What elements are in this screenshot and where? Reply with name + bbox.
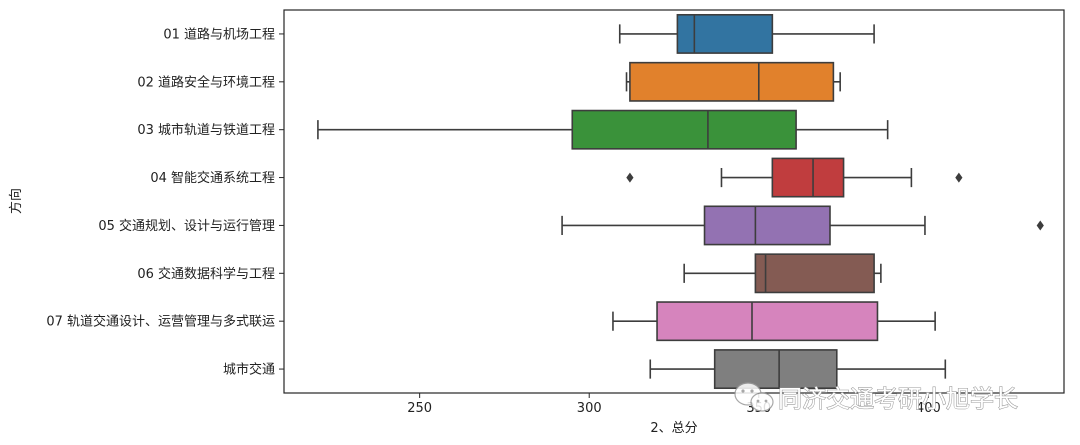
outlier-point: [955, 172, 963, 183]
iqr-box: [629, 61, 835, 102]
box-group: [317, 109, 889, 150]
wechat-icon: [734, 382, 774, 412]
x-tick-label: 400: [916, 401, 941, 416]
watermark-text: 同济交通考研小旭学长: [778, 385, 1018, 413]
y-tick-label: 01 道路与机场工程: [163, 26, 275, 42]
y-tick-layer: 01 道路与机场工程 02 道路安全与环境工程 03 城市轨道与铁道工程 04 智能交…: [46, 26, 284, 378]
plot-area-frame: [283, 9, 1065, 394]
box-group: [618, 13, 875, 54]
y-tick-label: 02 道路安全与环境工程: [137, 74, 275, 90]
y-tick-label: 05 交通规划、设计与运行管理: [98, 218, 275, 234]
box-group: [561, 205, 1044, 246]
iqr-box: [713, 349, 838, 390]
outlier-point: [626, 172, 634, 183]
y-tick-label: 07 轨道交通设计、运营管理与多式联运: [46, 314, 275, 330]
boxes-layer: [317, 13, 1044, 390]
y-tick-label: 06 交通数据科学与工程: [137, 266, 275, 282]
box-group: [649, 349, 947, 390]
y-tick-label: 03 城市轨道与铁道工程: [137, 122, 275, 138]
box-group: [683, 253, 882, 294]
iqr-box: [676, 13, 774, 54]
x-axis-label: 2、总分: [650, 421, 697, 436]
box-group: [625, 61, 841, 102]
y-tick-label: 城市交通: [223, 362, 275, 378]
outlier-point: [1036, 220, 1044, 231]
watermark: 同济交通考研小旭学长: [734, 382, 1019, 414]
box-group: [626, 157, 963, 198]
x-tick-label: 250: [407, 401, 432, 416]
box-group: [612, 301, 936, 342]
iqr-box: [656, 301, 879, 342]
y-axis-label: 方向: [8, 188, 24, 214]
iqr-box: [571, 109, 797, 150]
iqr-box: [771, 157, 845, 198]
iqr-box: [703, 205, 831, 246]
iqr-box: [754, 253, 875, 294]
x-tick-label: 300: [577, 401, 602, 416]
y-tick-label: 04 智能交通系统工程: [150, 170, 275, 186]
